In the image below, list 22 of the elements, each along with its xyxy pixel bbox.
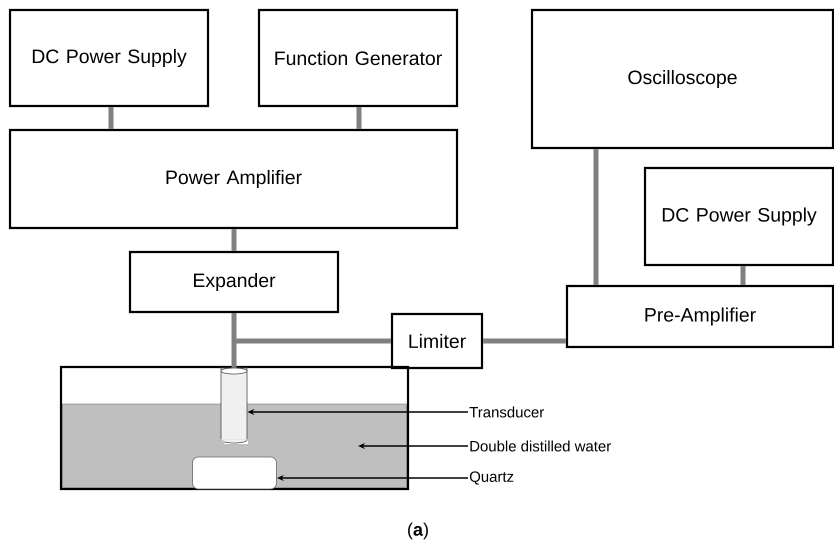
device-box: Function Generator: [258, 8, 458, 108]
part-label: Quartz: [470, 471, 514, 485]
cable-line: [108, 107, 114, 129]
cable-line: [232, 229, 236, 251]
transducer-cylinder: [220, 368, 248, 444]
device-box: Expander: [128, 250, 340, 314]
cable-line: [740, 266, 746, 285]
cable-line: [232, 313, 391, 344]
part-label: Double distilled water: [470, 440, 611, 452]
device-box: Oscilloscope: [530, 8, 834, 150]
device-box: Pre-Amplifier: [566, 284, 834, 348]
tank-box: [60, 366, 410, 490]
quartz-block: [192, 456, 277, 490]
cable-line: [594, 149, 598, 285]
device-box: DC Power Supply: [8, 8, 210, 108]
device-box: DC Power Supply: [644, 166, 834, 266]
device-box: Power Amplifier: [8, 128, 458, 230]
caption: (a): [408, 522, 428, 540]
device-box: Limiter: [390, 312, 484, 370]
cable-line: [483, 338, 566, 344]
part-label: Transducer: [470, 406, 544, 418]
cable-line: [356, 107, 362, 129]
